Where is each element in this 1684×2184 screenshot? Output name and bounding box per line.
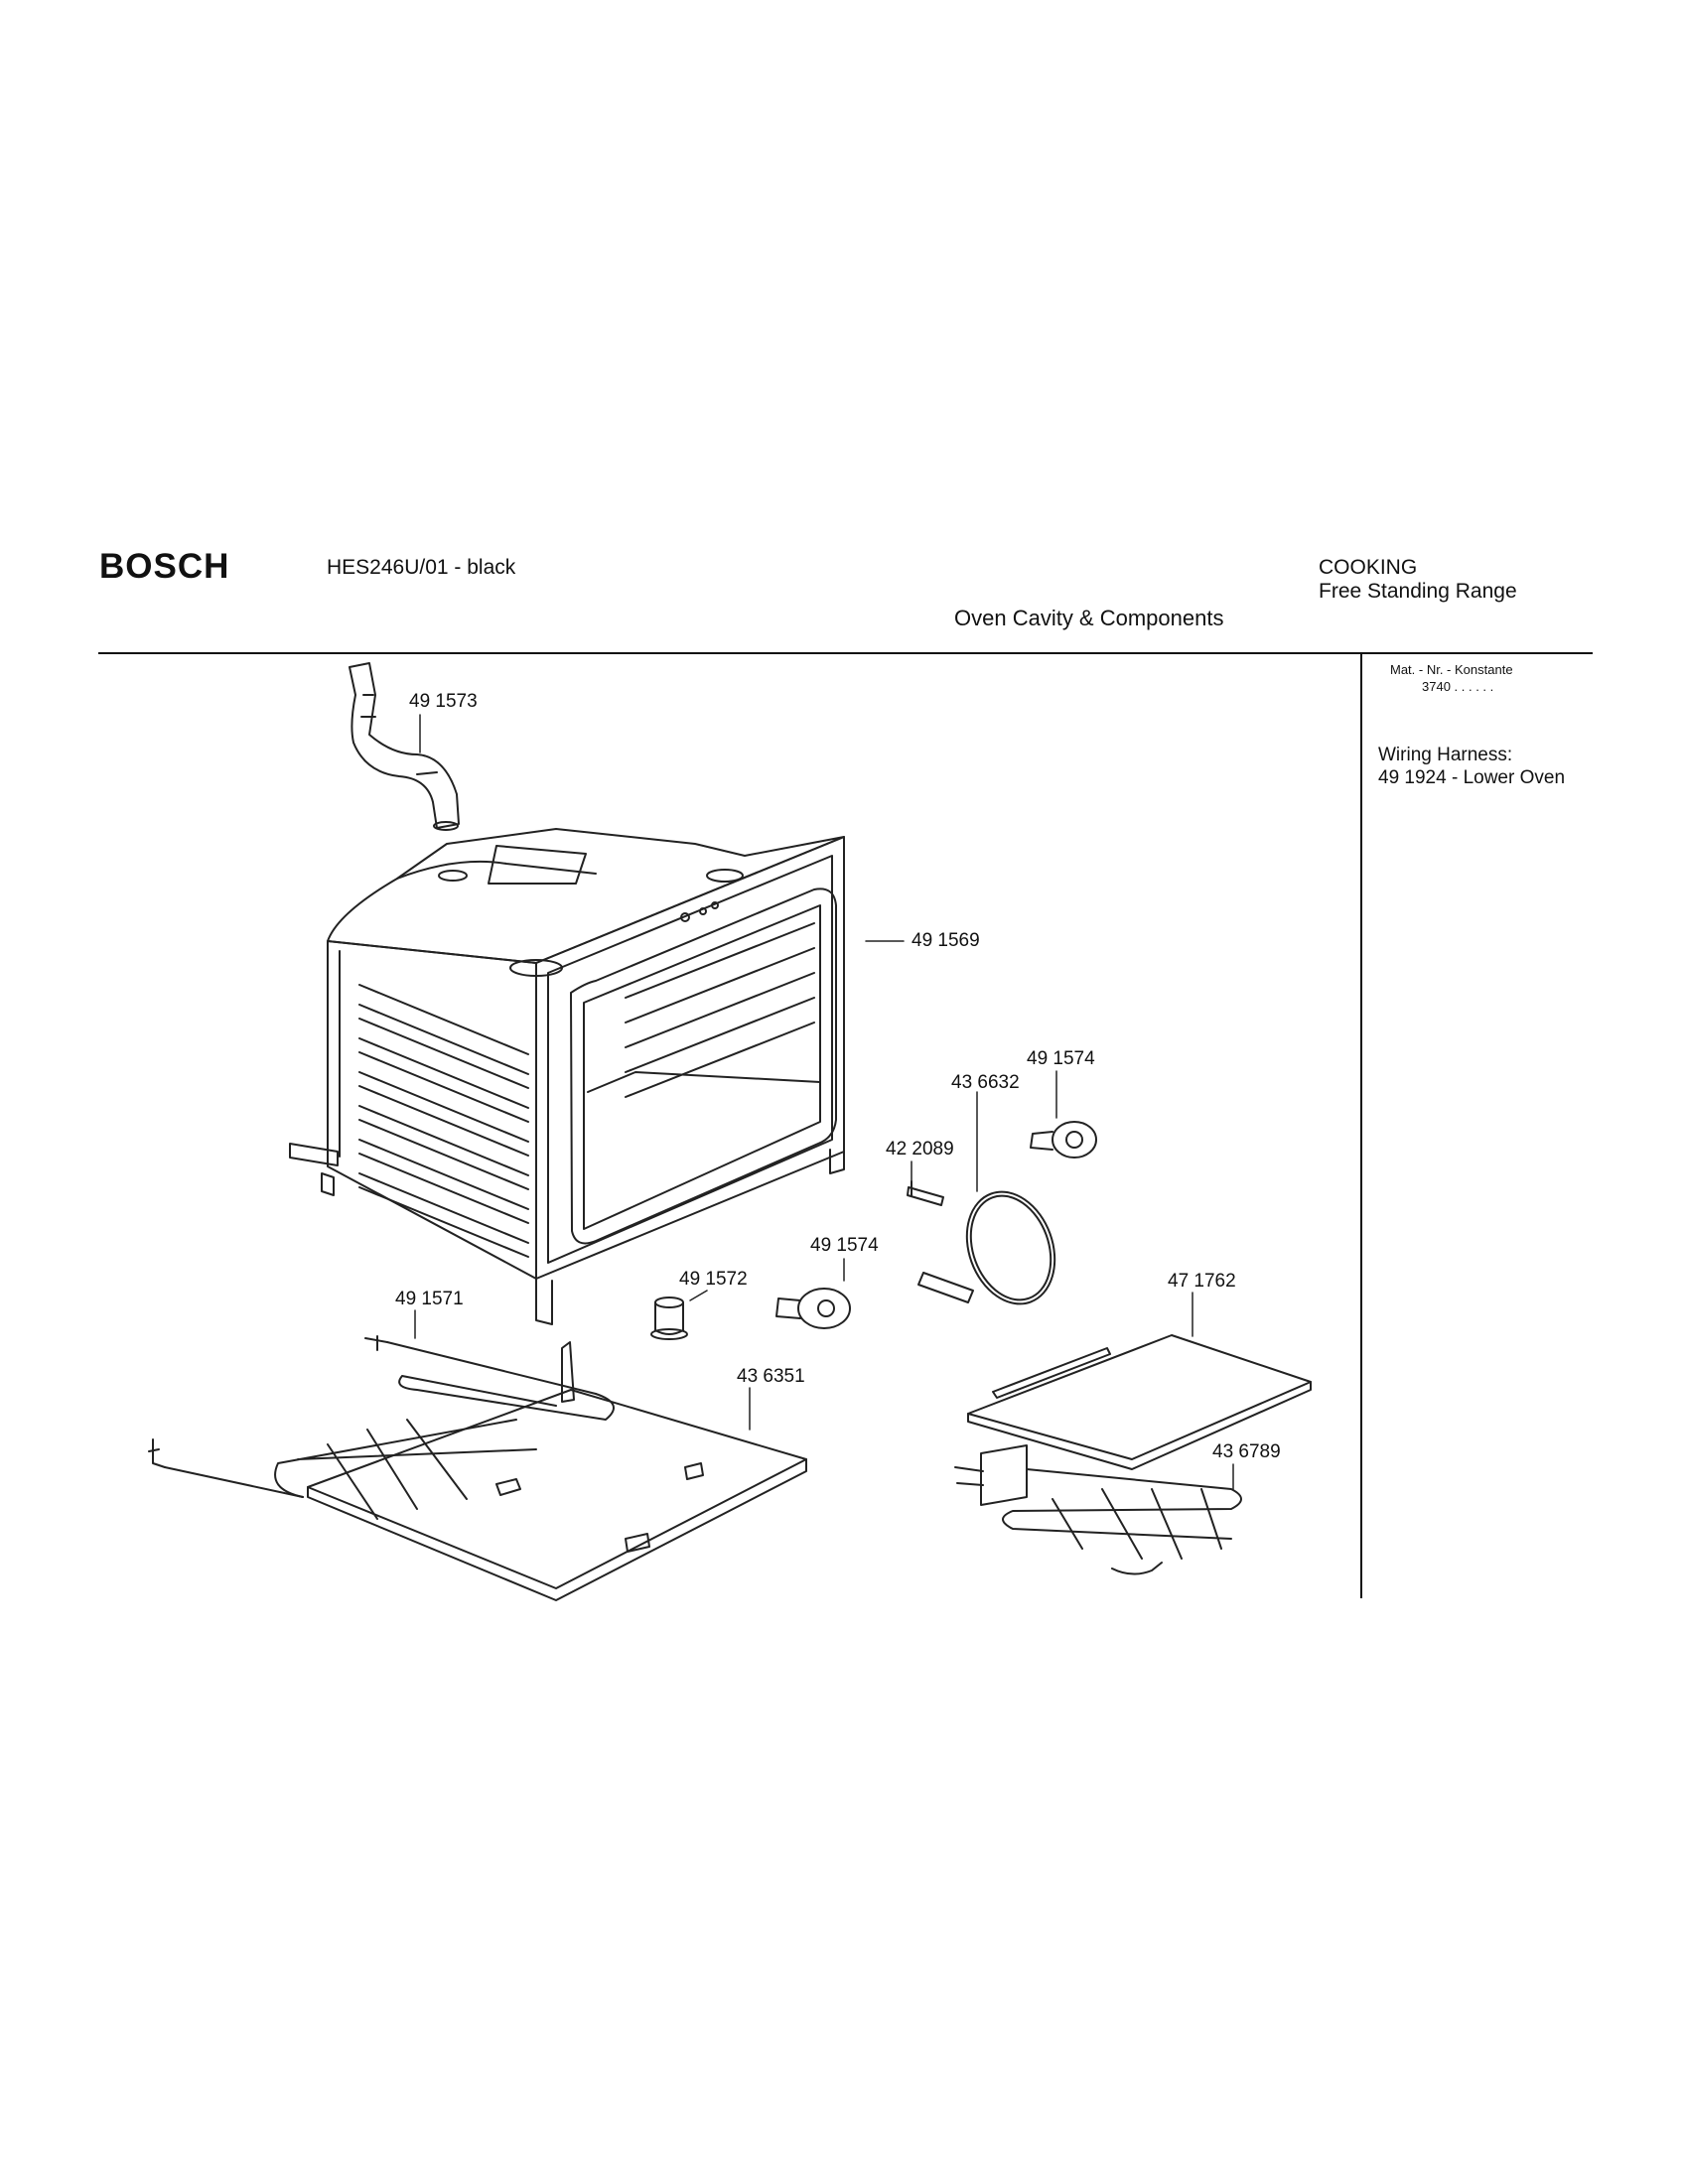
part-label-oven-cavity: 49 1569 <box>912 930 980 951</box>
part-label-convection-ring: 43 6632 <box>951 1072 1020 1093</box>
category-subtitle: Free Standing Range <box>1319 580 1517 603</box>
bake-element-drawing <box>954 1444 1242 1575</box>
part-label-lamp-left: 49 1574 <box>810 1235 879 1256</box>
category-title: COOKING <box>1319 556 1418 579</box>
mat-nr-value: 3740 . . . . . . <box>1422 679 1494 694</box>
part-label-sensor: 42 2089 <box>886 1139 954 1160</box>
oven-lamp-left-drawing <box>775 1288 851 1329</box>
lamp-socket-drawing <box>650 1297 688 1340</box>
part-label-lamp-socket: 49 1572 <box>679 1269 748 1290</box>
part-label-drip-tray: 47 1762 <box>1168 1271 1236 1292</box>
convection-ring-drawing <box>917 1190 1056 1305</box>
part-label-vent-duct: 49 1573 <box>409 691 478 712</box>
bottom-plate-drawing <box>307 1341 807 1601</box>
oven-cavity-drawing <box>289 828 845 1325</box>
part-label-lamp-right: 49 1574 <box>1027 1048 1095 1069</box>
wiring-harness-value: 49 1924 - Lower Oven <box>1378 767 1566 788</box>
part-label-bake-element: 43 6789 <box>1212 1441 1281 1462</box>
header-divider <box>98 652 1593 654</box>
side-panel-divider <box>1360 654 1362 1598</box>
oven-lamp-right-drawing <box>1030 1121 1097 1159</box>
leader-lines <box>414 714 1234 1490</box>
section-title: Oven Cavity & Components <box>954 606 1224 630</box>
drip-tray-drawing <box>967 1334 1312 1470</box>
part-label-bottom-plate: 43 6351 <box>737 1366 805 1387</box>
model-number: HES246U/01 - black <box>327 556 516 579</box>
part-label-broil-element: 49 1571 <box>395 1289 464 1309</box>
brand-logo: BOSCH <box>99 547 230 586</box>
sensor-drawing <box>907 1180 944 1206</box>
vent-duct-drawing <box>349 662 460 831</box>
wiring-harness-title: Wiring Harness: <box>1378 745 1513 765</box>
broil-element-drawing <box>148 1335 615 1520</box>
mat-nr-label: Mat. - Nr. - Konstante <box>1390 662 1513 677</box>
